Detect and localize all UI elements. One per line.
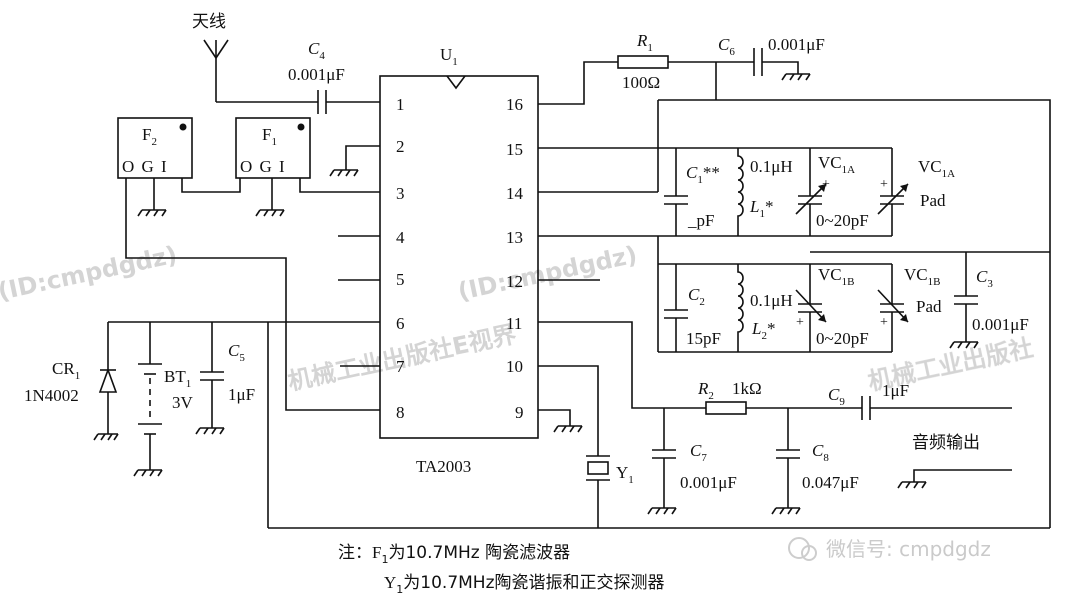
f2-out-to-pin8-wire — [125, 178, 380, 411]
antenna-label: 天线 — [192, 12, 226, 32]
ic-u1-label: U1 — [440, 45, 458, 68]
inductor-l1 — [737, 148, 744, 236]
vc1a-pad-plus: + — [880, 177, 888, 192]
vc1b-pad-label: VC1B — [904, 265, 940, 288]
vc1b-label: VC1B — [818, 265, 854, 288]
f2-label: F2 — [142, 125, 157, 148]
ceramic-filter-f1: F1 O G I — [235, 117, 311, 217]
capacitor-c5: C5 1μF — [195, 322, 255, 435]
pin-14: 14 — [506, 184, 524, 203]
footnote-line-1: 注：F1为10.7MHz 陶瓷滤波器 — [338, 543, 570, 566]
l2-label: L2* — [751, 319, 775, 342]
c3-label: C3 — [976, 267, 993, 290]
vcc-rail-wire — [658, 99, 1051, 528]
footnote: 注：F1为10.7MHz 陶瓷滤波器 Y1为10.7MHz陶瓷谐振和正交探测器 — [338, 543, 665, 596]
c6-value: 0.001μF — [768, 35, 825, 54]
pin-5: 5 — [396, 270, 405, 289]
pin-1: 1 — [396, 95, 405, 114]
vc1a-pad-label: VC1A — [918, 157, 955, 180]
vc1a-label: VC1A — [818, 153, 855, 176]
vc1b-plus: + — [796, 315, 804, 330]
cr1-value: 1N4002 — [24, 386, 79, 405]
watermark-wechat: 微信号: cmpdgdz — [826, 537, 991, 561]
cr1-label: CR1 — [52, 359, 80, 382]
l1-label: L1* — [749, 197, 773, 220]
tank-circuit-lower: C2 15pF 0.1μH L2* + VC1B 0~20pF + VC1B P… — [658, 251, 1050, 353]
pin2-ground — [329, 145, 380, 177]
pin-15: 15 — [506, 140, 523, 159]
audio-output-section: R2 1kΩ C9 1μF C7 0.001μF C8 0.047μF — [538, 321, 1012, 515]
pin-8: 8 — [396, 403, 405, 422]
pin-12: 12 — [506, 272, 523, 291]
c2-label: C2 — [688, 285, 705, 308]
resistor-r2 — [705, 401, 747, 415]
vc1b-pad-plus: + — [880, 315, 888, 330]
c6-label: C6 — [718, 35, 735, 58]
r1-label: R1 — [636, 31, 653, 54]
f1-to-pin3-wire — [299, 178, 380, 193]
c9-label: C9 — [828, 385, 845, 408]
f1-label: F1 — [262, 125, 277, 148]
pin-13: 13 — [506, 228, 523, 247]
l1-value: 0.1μH — [750, 157, 793, 176]
c2-value: 15pF — [686, 329, 721, 348]
c8-value: 0.047μF — [802, 473, 859, 492]
pin-2: 2 — [396, 137, 405, 156]
pin-6: 6 — [396, 314, 405, 333]
audio-output-label: 音频输出 — [912, 433, 980, 453]
f2-pins: O G I — [122, 157, 167, 176]
c3-value: 0.001μF — [972, 315, 1029, 334]
c7-value: 0.001μF — [680, 473, 737, 492]
c1-value: _pF — [687, 211, 714, 230]
f1-pins: O G I — [240, 157, 285, 176]
vc1b-pad-note: Pad — [916, 297, 942, 316]
vc1a-range: 0~20pF — [816, 211, 869, 230]
c7-label: C7 — [690, 441, 707, 464]
c9-value: 1μF — [882, 381, 909, 400]
pin9-ground — [538, 409, 583, 433]
c4-value: 0.001μF — [288, 65, 345, 84]
ceramic-filter-f2: F2 O G I — [117, 117, 193, 217]
c5-value: 1μF — [228, 385, 255, 404]
pin-16: 16 — [506, 95, 523, 114]
inductor-l2 — [737, 264, 744, 352]
power-supply-section: CR1 1N4002 BT1 3V — [24, 321, 1050, 529]
diode-cr1: CR1 1N4002 — [24, 322, 119, 441]
antenna-symbol: 天线 — [192, 12, 229, 102]
wechat-icon — [788, 537, 817, 561]
c8-label: C8 — [812, 441, 829, 464]
pin-3: 3 — [396, 184, 405, 203]
r2-label: R2 — [697, 379, 714, 402]
pin-10: 10 — [506, 357, 523, 376]
ic-u1: U1 TA2003 1 2 3 4 5 6 7 8 16 15 14 13 12… — [379, 45, 539, 476]
vc1b-range: 0~20pF — [816, 329, 869, 348]
f2-to-f1-wire — [181, 178, 241, 193]
c5-label: C5 — [228, 341, 245, 364]
tank-circuit-upper: C1** _pF 0.1μH L1* + VC1A 0~20pF + VC1A … — [538, 100, 955, 352]
capacitor-c4: C4 0.001μF — [216, 39, 380, 114]
vc1a-plus: + — [822, 177, 830, 192]
battery-bt1: BT1 3V — [133, 322, 194, 477]
r1-value: 100Ω — [622, 73, 660, 92]
resonator-y1: Y1 — [538, 365, 634, 528]
l2-value: 0.1μH — [750, 291, 793, 310]
pin-11: 11 — [506, 314, 522, 333]
bt1-value: 3V — [172, 393, 194, 412]
resistor-r1: R1 100Ω — [538, 31, 754, 105]
c1-label: C1** — [686, 163, 720, 186]
bt1-label: BT1 — [164, 367, 191, 390]
r2-value: 1kΩ — [732, 379, 762, 398]
watermark-id-center: (ID:cmpdgdz) — [455, 241, 639, 306]
c4-label: C4 — [308, 39, 325, 62]
ic-part-number: TA2003 — [416, 457, 471, 476]
y1-label: Y1 — [616, 463, 634, 486]
pin-9: 9 — [515, 403, 524, 422]
vc1a-pad-note: Pad — [920, 191, 946, 210]
pin-4: 4 — [396, 228, 405, 247]
watermark-id-left: (ID:cmpdgdz) — [0, 241, 180, 306]
pin-7: 7 — [396, 357, 405, 376]
capacitor-c6: C6 0.001μF — [718, 35, 825, 81]
footnote-line-2: Y1为10.7MHz陶瓷谐振和正交探测器 — [384, 573, 665, 596]
